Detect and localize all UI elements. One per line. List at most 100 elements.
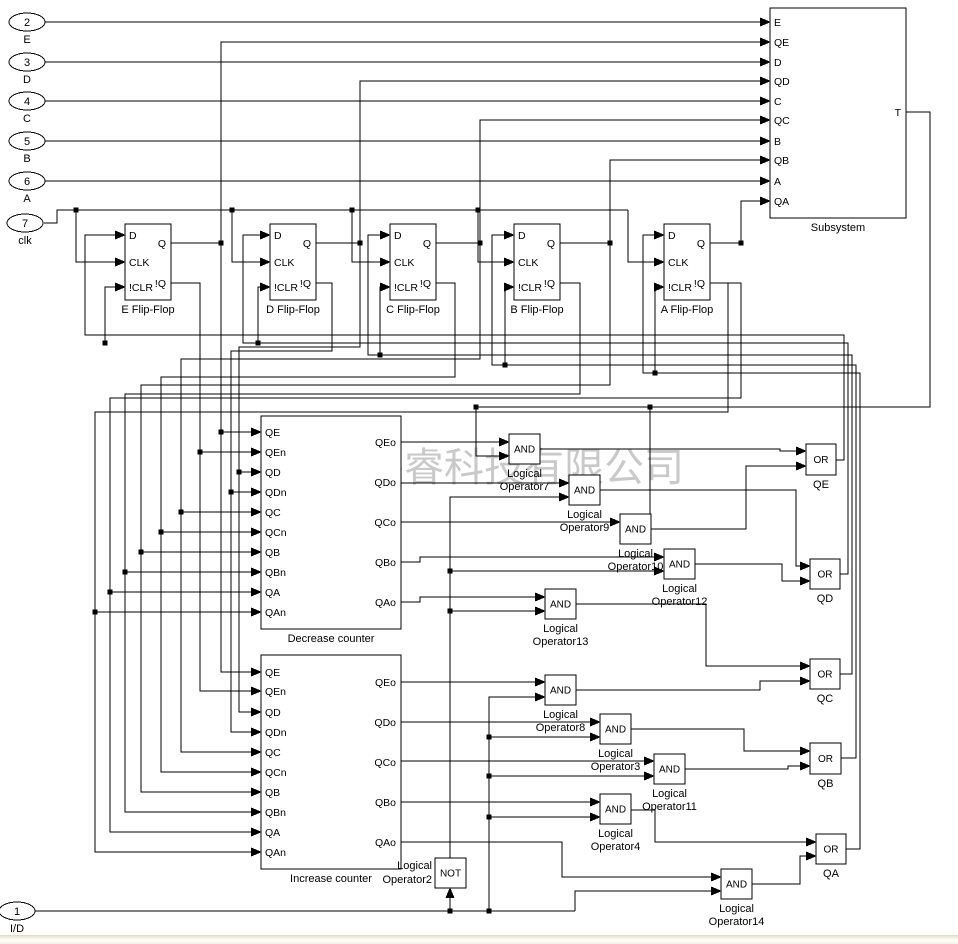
wire[interactable] xyxy=(642,230,861,850)
wire[interactable] xyxy=(477,210,515,267)
port-oval[interactable] xyxy=(0,901,36,921)
wire[interactable] xyxy=(84,230,845,461)
wire[interactable] xyxy=(171,37,771,244)
wire[interactable] xyxy=(160,282,456,777)
wire[interactable] xyxy=(540,446,807,456)
gate-body[interactable] xyxy=(653,753,686,785)
wire[interactable] xyxy=(685,761,811,771)
wire[interactable] xyxy=(504,282,515,365)
inport-C[interactable]: 4C xyxy=(8,91,46,125)
wire[interactable] xyxy=(449,492,570,858)
gate-body[interactable] xyxy=(599,713,632,745)
gate-body[interactable] xyxy=(720,868,753,900)
port-oval[interactable] xyxy=(6,213,44,233)
wire[interactable] xyxy=(574,886,722,911)
wire[interactable] xyxy=(379,282,391,355)
wire[interactable] xyxy=(75,210,126,267)
wire[interactable] xyxy=(576,676,811,691)
gate-body[interactable] xyxy=(434,857,467,889)
wire[interactable] xyxy=(401,592,546,603)
wire[interactable] xyxy=(401,841,722,882)
gate-body[interactable] xyxy=(809,742,842,775)
inport-B[interactable]: 5B xyxy=(8,131,46,165)
block-body[interactable] xyxy=(389,223,437,301)
wire[interactable] xyxy=(476,111,931,408)
wire[interactable] xyxy=(631,728,811,756)
inport-I/D[interactable]: 1I/D xyxy=(0,901,36,935)
wire[interactable] xyxy=(257,282,271,343)
gate-body[interactable] xyxy=(599,793,632,825)
block-body[interactable] xyxy=(260,654,402,870)
gate-body[interactable] xyxy=(544,674,577,706)
inport-D[interactable]: 3D xyxy=(8,52,46,86)
block-body[interactable] xyxy=(769,7,907,219)
wire[interactable] xyxy=(651,461,807,530)
wire[interactable] xyxy=(752,851,817,885)
wire[interactable] xyxy=(695,563,811,586)
wire[interactable] xyxy=(231,210,271,267)
block-decrease-counter[interactable]: QEQEnQDQDnQCQCnQBQBnQAQAnQEoQDoQCoQBoQAo… xyxy=(260,415,402,645)
wire[interactable] xyxy=(401,552,665,563)
wire[interactable] xyxy=(109,282,742,837)
wire[interactable] xyxy=(94,282,729,857)
gate-body[interactable] xyxy=(619,513,652,545)
port-oval[interactable] xyxy=(8,131,46,151)
gate-body[interactable] xyxy=(568,474,601,506)
wire[interactable] xyxy=(104,282,126,343)
wire[interactable] xyxy=(44,209,628,224)
port-oval[interactable] xyxy=(8,52,46,72)
gate-body[interactable] xyxy=(809,558,841,590)
wire[interactable] xyxy=(627,210,665,267)
wire[interactable] xyxy=(242,230,849,575)
wire[interactable] xyxy=(436,115,771,244)
block-body[interactable] xyxy=(269,223,317,301)
gate-body[interactable] xyxy=(809,658,841,690)
port-oval[interactable] xyxy=(8,171,46,191)
gate-body[interactable] xyxy=(805,443,837,476)
gate-body[interactable] xyxy=(544,588,577,620)
wire[interactable] xyxy=(351,210,391,267)
gate-body[interactable] xyxy=(663,548,696,580)
wire[interactable] xyxy=(631,809,817,847)
block-body[interactable] xyxy=(260,415,402,630)
wire[interactable] xyxy=(488,692,546,911)
wire[interactable] xyxy=(238,243,361,717)
wire[interactable] xyxy=(654,282,665,373)
port-oval[interactable] xyxy=(8,91,46,111)
wire[interactable] xyxy=(600,489,811,571)
wire[interactable] xyxy=(710,196,771,244)
block-increase-counter[interactable]: QEQEnQDQDnQCQCnQBQBnQAQAnQEoQDoQCoQBoQAo… xyxy=(260,654,402,885)
wire[interactable] xyxy=(140,243,611,797)
wire[interactable] xyxy=(124,282,581,817)
wire[interactable] xyxy=(475,407,510,461)
wire[interactable] xyxy=(576,603,811,671)
wire[interactable] xyxy=(560,155,771,244)
gate-body[interactable] xyxy=(508,433,541,465)
wire[interactable] xyxy=(491,230,857,759)
gate-body[interactable] xyxy=(815,833,847,865)
wire[interactable] xyxy=(171,282,262,696)
block-body[interactable] xyxy=(124,223,172,301)
wire[interactable] xyxy=(220,243,262,677)
